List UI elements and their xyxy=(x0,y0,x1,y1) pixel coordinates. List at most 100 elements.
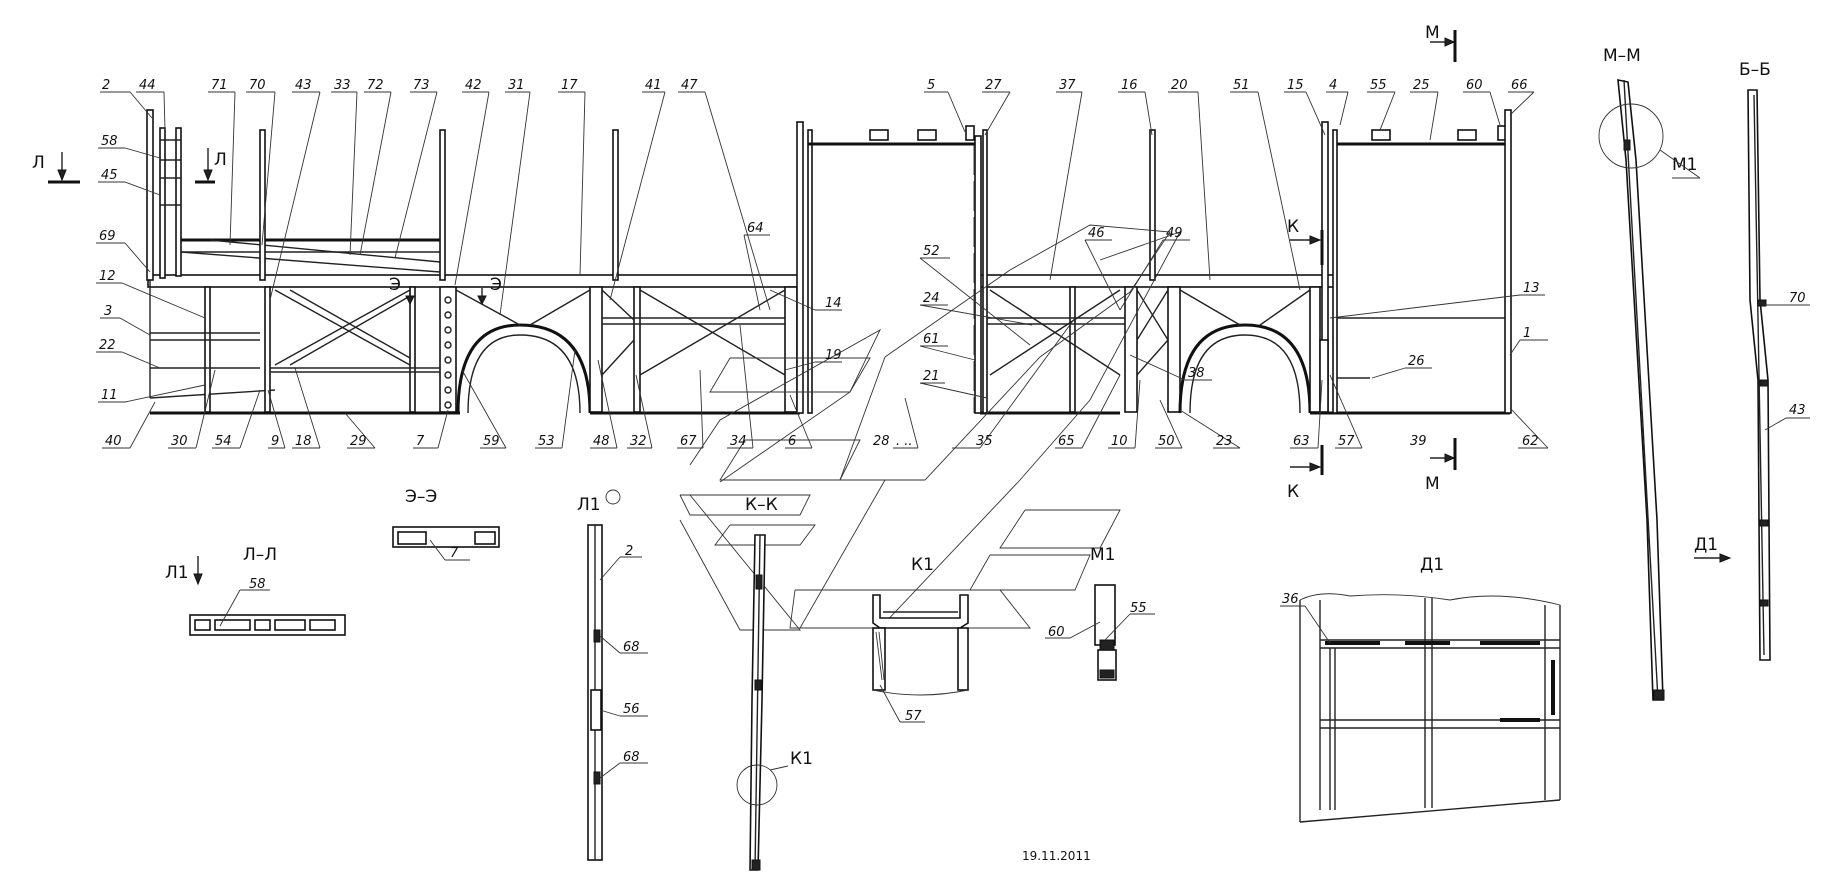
callout-63: 63 xyxy=(1293,434,1310,449)
l1-callout-68a: 68 xyxy=(623,640,640,655)
callout-41: 41 xyxy=(645,78,662,93)
section-label-m-top: М xyxy=(1425,23,1440,43)
m1-callout-60: 60 xyxy=(1048,625,1065,640)
callout-66: 66 xyxy=(1511,78,1528,93)
callout-54: 54 xyxy=(215,434,232,449)
callout-22: 22 xyxy=(99,338,116,353)
callout-40: 40 xyxy=(105,434,122,449)
section-d1-arrow-label: Д1 xyxy=(1694,535,1718,555)
main-frame-view xyxy=(146,109,1512,415)
section-label-e-left: Э xyxy=(389,275,401,295)
callout-31: 31 xyxy=(508,78,525,93)
callout-7: 7 xyxy=(416,434,425,449)
view-l1: Л1 2 68 56 68 xyxy=(577,489,648,861)
callout-42: 42 xyxy=(465,78,482,93)
callout-2: 2 xyxy=(102,78,110,93)
callout-59: 59 xyxy=(483,434,500,449)
callout-30: 30 xyxy=(171,434,188,449)
callout-57: 57 xyxy=(1338,434,1355,449)
callouts-left: 58 45 69 12 3 22 11 xyxy=(99,134,118,403)
section-l1-arrow-label: Л1 xyxy=(165,563,189,583)
callout-23: 23 xyxy=(1216,434,1233,449)
bb-callout-43: 43 xyxy=(1789,403,1806,418)
callout-60: 60 xyxy=(1466,78,1483,93)
section-bb-view: Б–Б 70 43 Д1 xyxy=(1694,60,1810,661)
callout-45: 45 xyxy=(101,168,118,183)
callout-15: 15 xyxy=(1287,78,1304,93)
callout-26: 26 xyxy=(1408,354,1425,369)
callout-10: 10 xyxy=(1111,434,1128,449)
callout-37: 37 xyxy=(1059,78,1076,93)
view-k1-title: К1 xyxy=(911,555,934,575)
callout-17: 17 xyxy=(561,78,578,93)
callout-62: 62 xyxy=(1522,434,1539,449)
callout-1: 1 xyxy=(1523,326,1531,341)
bb-callout-70: 70 xyxy=(1789,291,1806,306)
view-d1: Д1 36 xyxy=(1280,555,1561,823)
callout-71: 71 xyxy=(211,78,228,93)
callout-32: 32 xyxy=(630,434,647,449)
callout-58: 58 xyxy=(101,134,118,149)
section-ee-view: Э–Э 7 xyxy=(392,487,500,561)
callout-46: 46 xyxy=(1088,226,1105,241)
callout-13: 13 xyxy=(1523,281,1540,296)
callout-64: 64 xyxy=(747,221,764,236)
callout-53: 53 xyxy=(538,434,555,449)
callout-27: 27 xyxy=(985,78,1002,93)
callout-28: 28 xyxy=(873,434,890,449)
callout-6: 6 xyxy=(788,434,796,449)
view-k1: К1 57 xyxy=(872,555,969,724)
section-kk-view: К–К К1 xyxy=(736,495,813,871)
section-ll-view: Л–Л Л1 58 xyxy=(165,545,346,636)
callout-25: 25 xyxy=(1413,78,1430,93)
callouts-top: 2 44 71 70 43 33 72 73 42 31 17 41 47 5 … xyxy=(102,78,1528,93)
section-arrows xyxy=(48,30,1457,475)
leader-lines xyxy=(96,91,1549,449)
callout-70: 70 xyxy=(249,78,266,93)
section-label-l-right: Л xyxy=(214,150,227,170)
l1-callout-2: 2 xyxy=(625,544,633,559)
section-label-e-right: Э xyxy=(490,275,502,295)
ee-callout-7: 7 xyxy=(450,546,459,561)
section-label-m-bottom: М xyxy=(1425,474,1440,494)
section-m1-callout: М1 xyxy=(1672,155,1697,175)
callout-33: 33 xyxy=(334,78,351,93)
callout-14: 14 xyxy=(825,296,842,311)
callout-47: 47 xyxy=(681,78,698,93)
callout-20: 20 xyxy=(1171,78,1188,93)
callout-9: 9 xyxy=(271,434,279,449)
callout-50: 50 xyxy=(1158,434,1175,449)
section-label-l-left: Л xyxy=(32,153,45,173)
callout-24: 24 xyxy=(923,291,940,306)
l1-callout-56: 56 xyxy=(623,702,640,717)
callout-49: 49 xyxy=(1166,226,1183,241)
callout-51: 51 xyxy=(1233,78,1250,93)
section-bb-title: Б–Б xyxy=(1739,60,1771,80)
section-ll-title: Л–Л xyxy=(243,545,277,565)
view-m1-title: М1 xyxy=(1090,545,1115,565)
d1-callout-36: 36 xyxy=(1282,592,1299,607)
callout-29: 29 xyxy=(350,434,367,449)
callout-61: 61 xyxy=(923,332,940,347)
callout-12: 12 xyxy=(99,269,116,284)
callout-4: 4 xyxy=(1329,78,1337,93)
view-d1-title: Д1 xyxy=(1420,555,1444,575)
section-mm-view: М–М М1 xyxy=(1598,46,1701,701)
callout-73: 73 xyxy=(413,78,430,93)
callout-5: 5 xyxy=(927,78,935,93)
ll-callout-58: 58 xyxy=(249,577,266,592)
callout-67: 67 xyxy=(680,434,697,449)
section-label-k-top: К xyxy=(1287,217,1299,237)
section-label-k-bottom: К xyxy=(1287,482,1299,502)
callout-72: 72 xyxy=(367,78,384,93)
callout-39: 39 xyxy=(1410,434,1427,449)
callout-19: 19 xyxy=(825,348,842,363)
perforated-post xyxy=(444,296,452,409)
callout-16: 16 xyxy=(1121,78,1138,93)
callout-52: 52 xyxy=(923,244,940,259)
callout-38: 38 xyxy=(1188,366,1205,381)
l1-callout-68b: 68 xyxy=(623,750,640,765)
callout-34: 34 xyxy=(730,434,747,449)
section-kk-title: К–К xyxy=(745,495,778,515)
